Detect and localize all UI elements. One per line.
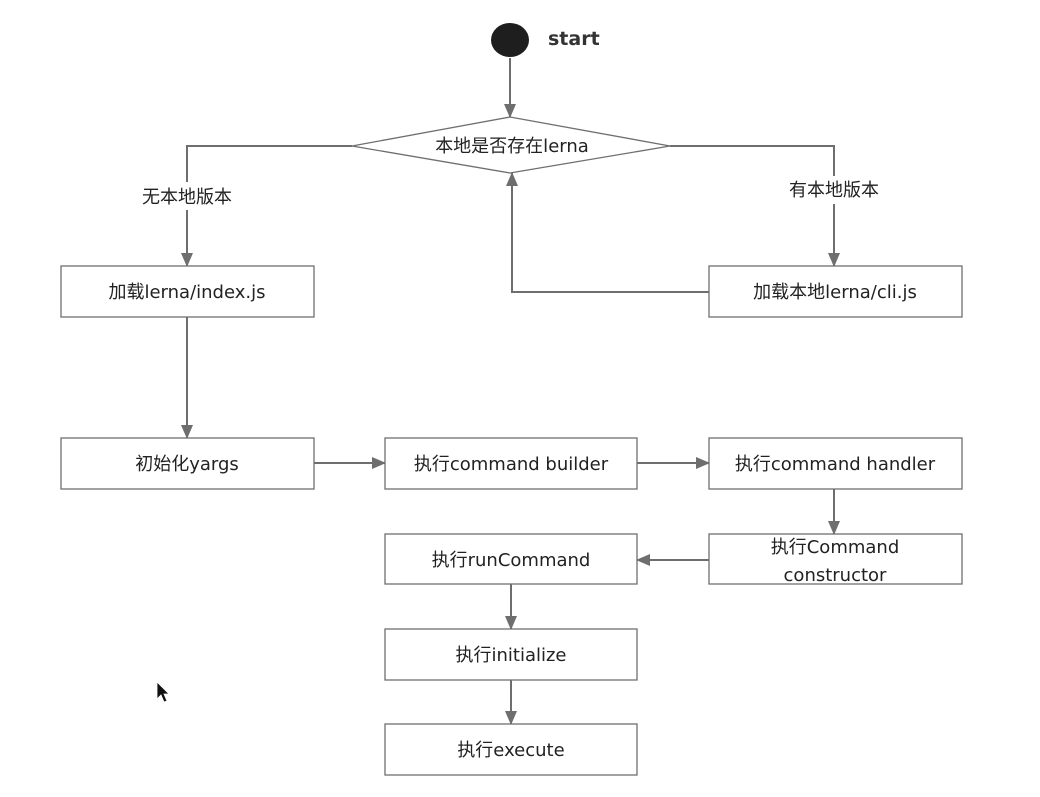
node-exec-builder-label: 执行command builder xyxy=(414,454,609,475)
start-label: start xyxy=(548,28,600,50)
node-exec-execute: 执行execute xyxy=(384,723,638,776)
node-load-local-cli-label: 加载本地lerna/cli.js xyxy=(753,282,917,303)
decision-label: 本地是否存在lerna xyxy=(435,136,589,157)
node-exec-builder-box xyxy=(384,437,638,490)
node-exec-constructor: 执行Command constructor xyxy=(708,533,963,586)
node-init-yargs-label: 初始化yargs xyxy=(135,454,239,475)
node-exec-initialize-label: 执行initialize xyxy=(455,645,566,666)
edge-decision-to-load-local-cli xyxy=(670,145,840,267)
node-exec-handler-label: 执行command handler xyxy=(735,454,936,475)
node-exec-initialize: 执行initialize xyxy=(384,628,638,681)
node-exec-constructor-label-line2: constructor xyxy=(784,565,888,586)
node-load-local-cli-box xyxy=(708,265,963,318)
node-load-index-box xyxy=(60,265,315,318)
node-exec-runcommand-box xyxy=(384,533,638,585)
edge-load-local-cli-to-decision xyxy=(506,172,709,293)
node-exec-builder: 执行command builder xyxy=(384,437,638,490)
node-exec-handler-box xyxy=(708,437,963,490)
node-init-yargs: 初始化yargs xyxy=(60,437,315,490)
branch-label-has-local: 有本地版本 xyxy=(789,180,879,201)
node-exec-runcommand-label: 执行runCommand xyxy=(432,550,591,571)
decision-node: 本地是否存在lerna xyxy=(351,116,671,174)
label-bg-left xyxy=(128,182,246,210)
branch-label-no-local: 无本地版本 xyxy=(142,187,232,208)
node-load-index-label: 加载lerna/index.js xyxy=(108,282,265,303)
node-exec-constructor-label-line1: 执行Command xyxy=(771,537,900,558)
node-load-local-cli: 加载本地lerna/cli.js xyxy=(708,265,963,318)
node-exec-execute-label: 执行execute xyxy=(457,740,564,761)
node-exec-handler: 执行command handler xyxy=(708,437,963,490)
start-node: start xyxy=(491,23,600,57)
node-load-index: 加载lerna/index.js xyxy=(60,265,315,318)
start-circle xyxy=(491,23,529,57)
label-bg-right xyxy=(774,176,894,204)
node-exec-execute-box xyxy=(384,723,638,776)
edge-decision-to-load-index xyxy=(181,145,352,267)
mouse-cursor-icon xyxy=(156,681,170,703)
node-exec-runcommand: 执行runCommand xyxy=(384,533,638,585)
